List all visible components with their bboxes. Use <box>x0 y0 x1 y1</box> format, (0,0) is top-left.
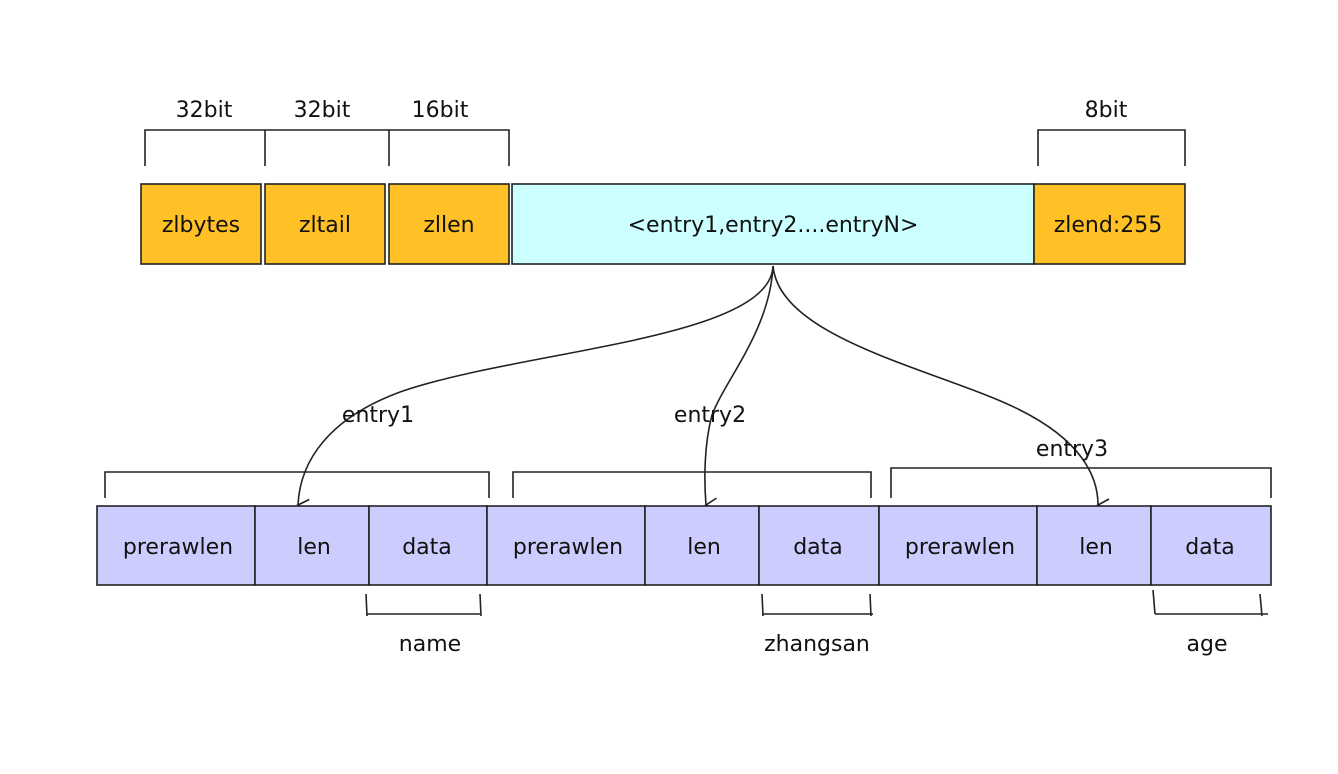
entries-box <box>511 183 1035 265</box>
entry3-data-box <box>1150 505 1272 586</box>
entry1-data-box <box>368 505 488 586</box>
entry1-name: entry1 <box>342 403 414 428</box>
data-value-zhangsan: zhangsan <box>764 632 870 657</box>
connector-entry3 <box>772 265 1110 512</box>
zltail-box <box>264 183 386 265</box>
ziplist-header-row <box>140 183 1186 265</box>
entry-fields-row <box>96 505 1272 586</box>
zllen-label: zllen <box>423 213 474 238</box>
zlbytes-box <box>140 183 262 265</box>
entry2-len-label: len <box>687 535 721 560</box>
zltail-label: zltail <box>299 213 351 238</box>
entry1-len-box <box>254 505 370 586</box>
entry3-prerawlen-label: prerawlen <box>905 535 1015 560</box>
entry1-prerawlen-box <box>96 505 256 586</box>
data-value-name: name <box>399 632 461 657</box>
zllen-box <box>388 183 510 265</box>
size-label-zlbytes: 32bit <box>176 98 233 123</box>
bracket-data-name <box>365 593 482 617</box>
bracket-data-zhangsan <box>761 593 873 617</box>
bracket-entry1 <box>104 471 490 498</box>
size-label-zltail: 32bit <box>294 98 351 123</box>
entry2-len-box <box>644 505 760 586</box>
connector-entry1 <box>296 265 774 513</box>
entry2-prerawlen-label: prerawlen <box>513 535 623 560</box>
bracket-zltail <box>265 129 390 166</box>
entry2-name: entry2 <box>674 403 746 428</box>
entries-label: <entry1,entry2....entryN> <box>628 213 919 238</box>
bracket-zllen <box>389 129 510 166</box>
entry1-prerawlen-label: prerawlen <box>123 535 233 560</box>
entry3-len-label: len <box>1079 535 1113 560</box>
bracket-zlend <box>1037 129 1186 166</box>
entry3-data-label: data <box>1185 535 1235 560</box>
zlbytes-label: zlbytes <box>162 213 240 238</box>
size-label-zllen: 16bit <box>412 98 469 123</box>
entry-connectors <box>296 265 1110 513</box>
bracket-entry2 <box>512 471 872 498</box>
entry2-prerawlen-box <box>486 505 646 586</box>
entry-brackets <box>104 467 1272 498</box>
zlend-label: zlend:255 <box>1054 213 1163 238</box>
entry3-prerawlen-box <box>878 505 1038 586</box>
entry2-data-label: data <box>793 535 843 560</box>
bracket-zlbytes <box>144 129 266 166</box>
bracket-data-age <box>1152 589 1268 617</box>
entry1-data-label: data <box>402 535 452 560</box>
data-value-brackets <box>365 589 1268 617</box>
zlend-box <box>1033 183 1186 265</box>
header-size-brackets <box>144 129 1186 166</box>
size-label-zlend: 8bit <box>1085 98 1128 123</box>
entry3-len-box <box>1036 505 1152 586</box>
connector-entry2 <box>704 265 774 511</box>
data-value-age: age <box>1187 632 1228 657</box>
entry1-len-label: len <box>297 535 331 560</box>
entry3-name: entry3 <box>1036 437 1108 462</box>
bracket-entry3 <box>890 467 1272 498</box>
